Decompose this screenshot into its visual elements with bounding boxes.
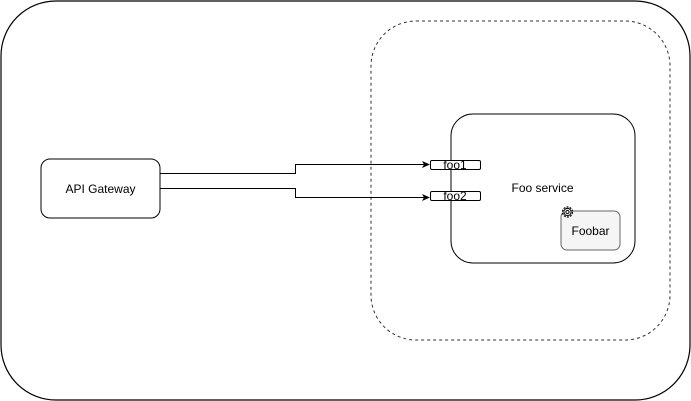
api-gateway-label: API Gateway (65, 181, 136, 196)
foobar-label: Foobar (571, 223, 610, 238)
foobar-node[interactable] (560, 210, 621, 251)
edge-api-gateway-to-foo1[interactable] (160, 161, 430, 174)
port-foo2-label: foo2 (443, 189, 467, 203)
port-foo2[interactable] (430, 191, 481, 201)
foo-service-label: Foo service (511, 181, 574, 195)
gear-icon (561, 206, 574, 218)
port-foo1-label: foo1 (443, 158, 467, 172)
port-foo1[interactable] (430, 160, 481, 170)
edge-api-gateway-to-foo2[interactable] (160, 188, 430, 201)
service-cluster[interactable] (370, 20, 671, 341)
